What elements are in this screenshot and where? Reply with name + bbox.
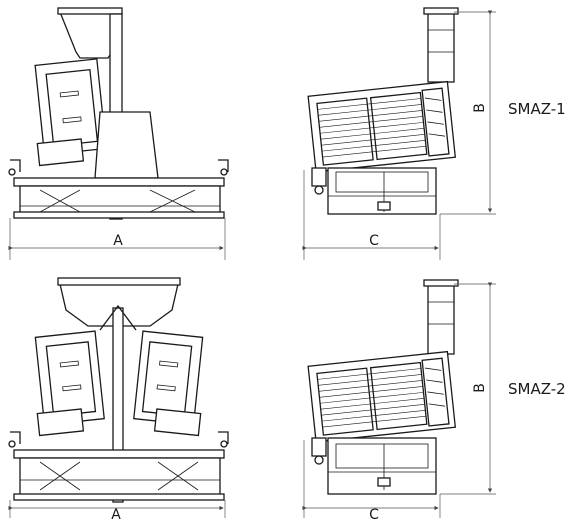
model-label-smaz-1: SMAZ-1 <box>508 100 566 118</box>
dimension-label-c: C <box>369 507 379 522</box>
dimension-label-b: B <box>472 103 488 113</box>
smaz2-side-view: C B <box>302 279 496 522</box>
smaz1-front-view: A <box>8 7 229 260</box>
smaz1-side-view: C B <box>302 7 496 260</box>
smaz2-front-view: A <box>8 277 229 522</box>
dimension-label-a: A <box>113 233 123 249</box>
dimension-label-c: C <box>369 233 379 249</box>
model-label-smaz-2: SMAZ-2 <box>508 380 566 398</box>
dimension-label-a: A <box>111 507 121 522</box>
dimension-label-b: B <box>472 383 488 393</box>
